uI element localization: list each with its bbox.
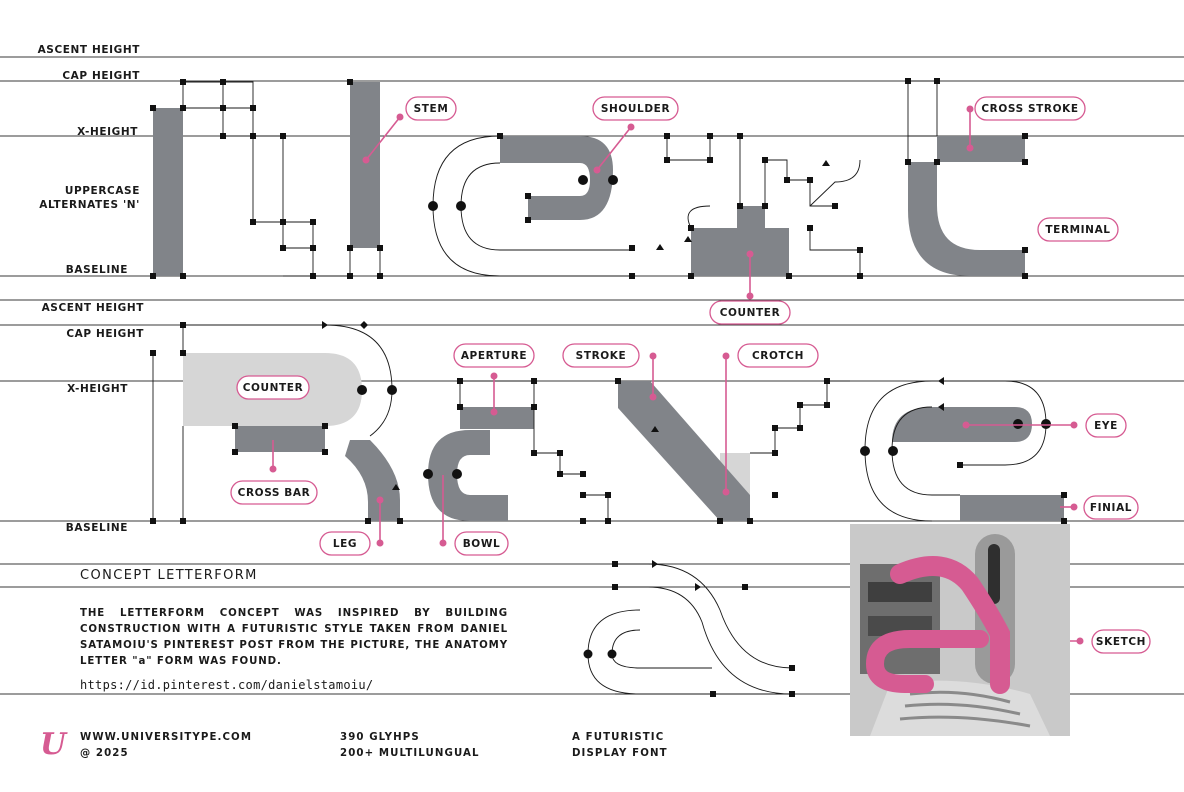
glyph-n-alternate xyxy=(153,81,314,277)
row2-handles xyxy=(150,321,1067,524)
label-eye: EYE xyxy=(1094,420,1118,432)
label-terminal: TERMINAL xyxy=(1045,224,1110,236)
concept-description: THE LETTERFORM CONCEPT WAS INSPIRED BY B… xyxy=(80,608,508,667)
label-stroke: STROKE xyxy=(576,350,627,362)
concept-title: CONCEPT LETTERFORM xyxy=(80,568,258,583)
callout-cross-stroke: CROSS STROKE xyxy=(966,96,1086,152)
metric-labels-row2: ASCENT HEIGHT CAP HEIGHT X-HEIGHT BASELI… xyxy=(42,302,145,534)
label-shoulder: SHOULDER xyxy=(601,103,670,115)
label-bowl: BOWL xyxy=(463,538,501,550)
footer-tagline-1: A FUTURISTIC xyxy=(572,732,665,743)
label-ascent-height-2: ASCENT HEIGHT xyxy=(42,302,145,314)
callout-finial: FINIAL xyxy=(1060,495,1139,520)
callout-eye: EYE xyxy=(962,413,1127,438)
building-sketch-image xyxy=(850,524,1070,736)
callout-aperture: APERTURE xyxy=(453,343,535,416)
glyph-a-outline xyxy=(583,560,795,697)
callout-stroke: STROKE xyxy=(562,343,657,401)
callout-stem: STEM xyxy=(362,96,457,164)
label-counter-2: COUNTER xyxy=(243,382,304,394)
label-x-height: X-HEIGHT xyxy=(77,126,138,138)
footer-tagline-block: A FUTURISTIC DISPLAY FONT xyxy=(572,730,668,762)
callout-cross-bar: CROSS BAR xyxy=(230,440,318,505)
callout-shoulder: SHOULDER xyxy=(592,96,679,174)
footer-multilingual: 200+ MULTILUNGUAL xyxy=(340,748,480,759)
footer-website[interactable]: WWW.UNIVERSITYPE.COM xyxy=(80,732,253,743)
callout-counter-2: COUNTER xyxy=(236,375,310,400)
label-leg: LEG xyxy=(333,538,357,550)
label-baseline-2: BASELINE xyxy=(66,522,128,534)
label-cross-bar: CROSS BAR xyxy=(238,487,311,499)
glyph-e-row2-right xyxy=(864,380,1064,522)
footer-tagline-2: DISPLAY FONT xyxy=(572,748,668,759)
label-alternates: ALTERNATES 'N' xyxy=(39,199,140,211)
label-aperture: APERTURE xyxy=(461,350,527,362)
label-x-height-2: X-HEIGHT xyxy=(67,383,128,395)
label-stem: STEM xyxy=(414,103,449,115)
glyph-v xyxy=(583,380,850,522)
callout-crotch: CROTCH xyxy=(722,343,819,496)
label-uppercase: UPPERCASE xyxy=(65,185,140,197)
footer-copyright: @ 2025 xyxy=(80,748,129,759)
metric-labels-row1: ASCENT HEIGHT CAP HEIGHT X-HEIGHT UPPERC… xyxy=(38,44,141,276)
label-baseline: BASELINE xyxy=(66,264,128,276)
callout-leg: LEG xyxy=(319,496,384,556)
footer-glyphs-block: 390 GLYHPS 200+ MULTILUNGUAL xyxy=(340,730,480,762)
footer-website-block: WWW.UNIVERSITYPE.COM @ 2025 xyxy=(80,730,252,762)
concept-source-link[interactable]: https://id.pinterest.com/danielstamoiu/ xyxy=(80,678,374,692)
callout-terminal: TERMINAL xyxy=(1037,217,1119,242)
row1-handles xyxy=(150,78,1028,279)
universitype-logo: U xyxy=(40,727,67,762)
callout-counter-1: COUNTER xyxy=(709,250,791,325)
label-cap-height: CAP HEIGHT xyxy=(62,70,140,82)
label-sketch: SKETCH xyxy=(1096,636,1146,648)
glyph-e-row2 xyxy=(428,380,583,521)
glyph-l xyxy=(310,82,381,277)
callout-bowl: BOWL xyxy=(439,475,509,556)
label-cross-stroke: CROSS STROKE xyxy=(981,103,1078,115)
glyph-t xyxy=(907,80,1025,276)
label-crotch: CROTCH xyxy=(752,350,804,362)
footer-glyph-count: 390 GLYHPS xyxy=(340,732,420,743)
label-counter-1: COUNTER xyxy=(720,307,781,319)
label-finial: FINIAL xyxy=(1090,502,1132,514)
label-cap-height-2: CAP HEIGHT xyxy=(66,328,144,340)
label-ascent-height: ASCENT HEIGHT xyxy=(38,44,141,56)
